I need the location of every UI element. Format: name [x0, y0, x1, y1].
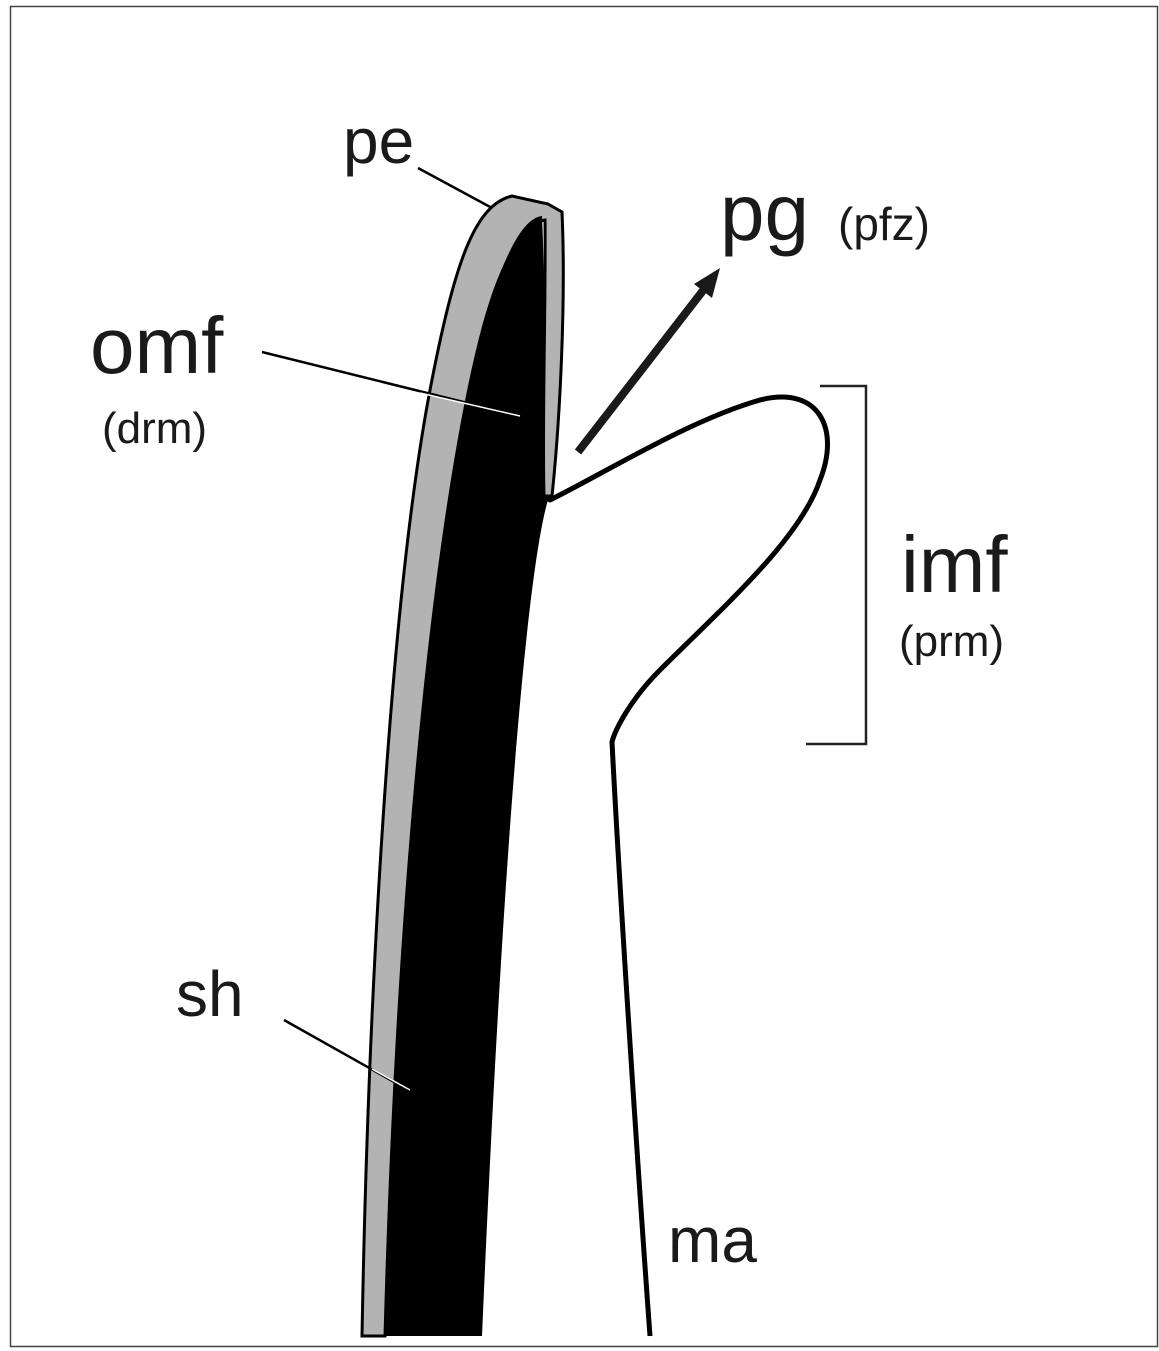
label-drm: (drm): [102, 404, 207, 453]
label-prm: (prm): [899, 617, 1004, 666]
label-imf: imf: [901, 520, 1008, 609]
label-pe: pe: [343, 105, 414, 177]
label-sh: sh: [176, 958, 244, 1030]
pe-leader: [418, 168, 492, 208]
imf-bracket: [806, 386, 866, 744]
label-pfz: (pfz): [838, 198, 930, 250]
mantle-outline: [546, 397, 828, 1336]
label-ma: ma: [668, 1204, 757, 1276]
figure-frame: [11, 7, 1158, 1347]
label-pg: pg: [720, 168, 809, 257]
label-omf: omf: [90, 301, 224, 390]
